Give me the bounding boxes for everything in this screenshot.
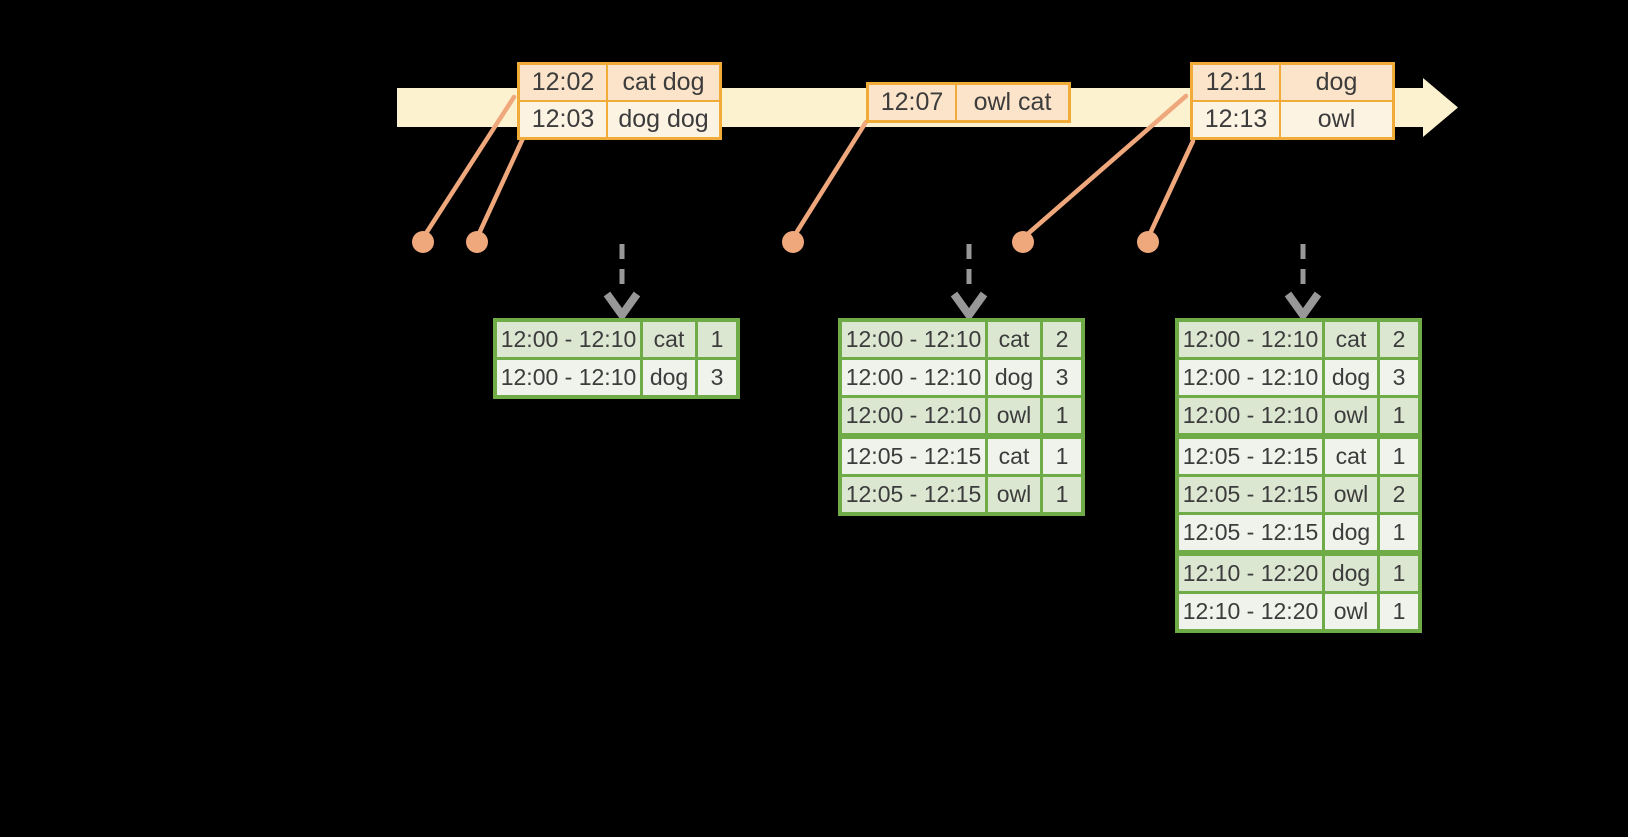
event-words-cell: dog: [1281, 65, 1392, 100]
window-cell: 12:05 - 12:15: [1179, 477, 1322, 512]
table-row: 12:05 - 12:15 dog 1: [1179, 515, 1418, 550]
trigger-arrowhead-icon: [950, 291, 988, 322]
table-row: 12:00 - 12:10 dog 3: [497, 360, 736, 395]
connector-line: [1020, 93, 1189, 241]
word-cell: owl: [988, 477, 1040, 512]
connector-line: [420, 94, 517, 241]
window-cell: 12:05 - 12:15: [842, 439, 985, 474]
result-table-2: 12:00 - 12:10 cat 2 12:00 - 12:10 dog 3 …: [838, 318, 1085, 516]
window-cell: 12:10 - 12:20: [1179, 556, 1322, 591]
trigger-arrowhead-icon: [603, 291, 641, 322]
event-time-cell: 12:03: [520, 102, 606, 137]
table-row: 12:05 - 12:15 owl 2: [1179, 477, 1418, 512]
table-row: 12:05 - 12:15 owl 1: [842, 477, 1081, 512]
result-table-3: 12:00 - 12:10 cat 2 12:00 - 12:10 dog 3 …: [1175, 318, 1422, 633]
count-cell: 1: [1380, 594, 1418, 629]
count-cell: 2: [1043, 322, 1081, 357]
count-cell: 1: [1380, 556, 1418, 591]
event-connector-lines: [420, 93, 1196, 241]
window-cell: 12:00 - 12:10: [842, 322, 985, 357]
count-cell: 2: [1380, 322, 1418, 357]
count-cell: 1: [1380, 439, 1418, 474]
table-row: 12:00 - 12:10 owl 1: [842, 398, 1081, 433]
table-row: 12:00 - 12:10 cat 2: [1179, 322, 1418, 357]
window-cell: 12:00 - 12:10: [842, 398, 985, 433]
event-box-1: 12:02 cat dog 12:03 dog dog: [517, 62, 722, 140]
count-cell: 2: [1380, 477, 1418, 512]
word-cell: dog: [1325, 556, 1377, 591]
event-row: 12:11 dog: [1193, 65, 1392, 100]
window-cell: 12:10 - 12:20: [1179, 594, 1322, 629]
window-cell: 12:00 - 12:10: [1179, 398, 1322, 433]
count-cell: 3: [1043, 360, 1081, 395]
window-cell: 12:05 - 12:15: [1179, 439, 1322, 474]
table-row: 12:10 - 12:20 owl 1: [1179, 594, 1418, 629]
table-row: 12:00 - 12:10 dog 3: [1179, 360, 1418, 395]
event-words-cell: dog dog: [608, 102, 719, 137]
word-cell: cat: [1325, 322, 1377, 357]
window-cell: 12:00 - 12:10: [1179, 360, 1322, 395]
word-cell: dog: [1325, 515, 1377, 550]
trigger-arrowhead-icon: [1284, 291, 1322, 322]
connector-line: [790, 119, 869, 241]
count-cell: 3: [1380, 360, 1418, 395]
table-row: 12:05 - 12:15 cat 1: [1179, 439, 1418, 474]
window-cell: 12:05 - 12:15: [842, 477, 985, 512]
count-cell: 1: [698, 322, 736, 357]
table-row: 12:00 - 12:10 cat 1: [497, 322, 736, 357]
event-dot-icon: [466, 231, 488, 253]
table-row: 12:00 - 12:10 owl 1: [1179, 398, 1418, 433]
window-cell: 12:00 - 12:10: [1179, 322, 1322, 357]
word-cell: owl: [1325, 477, 1377, 512]
window-cell: 12:00 - 12:10: [497, 322, 640, 357]
count-cell: 1: [1043, 398, 1081, 433]
word-cell: owl: [988, 398, 1040, 433]
trigger-arrows: [603, 244, 1322, 322]
event-dot-icon: [412, 231, 434, 253]
event-row: 12:02 cat dog: [520, 65, 719, 100]
event-time-cell: 12:02: [520, 65, 606, 100]
count-cell: 1: [1380, 398, 1418, 433]
word-cell: owl: [1325, 398, 1377, 433]
count-cell: 1: [1380, 515, 1418, 550]
result-table-1: 12:00 - 12:10 cat 1 12:00 - 12:10 dog 3: [493, 318, 740, 399]
event-words-cell: cat dog: [608, 65, 719, 100]
window-cell: 12:00 - 12:10: [842, 360, 985, 395]
event-dot-icon: [1137, 231, 1159, 253]
word-cell: dog: [988, 360, 1040, 395]
event-words-cell: owl: [1281, 102, 1392, 137]
count-cell: 3: [698, 360, 736, 395]
count-cell: 1: [1043, 477, 1081, 512]
table-row: 12:00 - 12:10 dog 3: [842, 360, 1081, 395]
connector-line: [1145, 138, 1196, 241]
table-row: 12:05 - 12:15 cat 1: [842, 439, 1081, 474]
event-time-cell: 12:13: [1193, 102, 1279, 137]
event-time-cell: 12:11: [1193, 65, 1279, 100]
event-dot-icon: [782, 231, 804, 253]
word-cell: dog: [643, 360, 695, 395]
event-words-cell: owl cat: [957, 85, 1068, 120]
table-row: 12:10 - 12:20 dog 1: [1179, 556, 1418, 591]
word-cell: cat: [988, 439, 1040, 474]
connector-line: [474, 133, 527, 241]
event-dot-icon: [1012, 231, 1034, 253]
event-row: 12:07 owl cat: [869, 85, 1068, 120]
timeline-arrowhead-icon: [1423, 78, 1458, 137]
event-row: 12:03 dog dog: [520, 102, 719, 137]
window-cell: 12:05 - 12:15: [1179, 515, 1322, 550]
word-cell: owl: [1325, 594, 1377, 629]
table-row: 12:00 - 12:10 cat 2: [842, 322, 1081, 357]
window-cell: 12:00 - 12:10: [497, 360, 640, 395]
word-cell: cat: [643, 322, 695, 357]
event-row: 12:13 owl: [1193, 102, 1392, 137]
event-dots: [412, 231, 1159, 253]
count-cell: 1: [1043, 439, 1081, 474]
event-time-cell: 12:07: [869, 85, 955, 120]
word-cell: dog: [1325, 360, 1377, 395]
event-box-2: 12:07 owl cat: [866, 82, 1071, 123]
word-cell: cat: [1325, 439, 1377, 474]
event-box-3: 12:11 dog 12:13 owl: [1190, 62, 1395, 140]
word-cell: cat: [988, 322, 1040, 357]
